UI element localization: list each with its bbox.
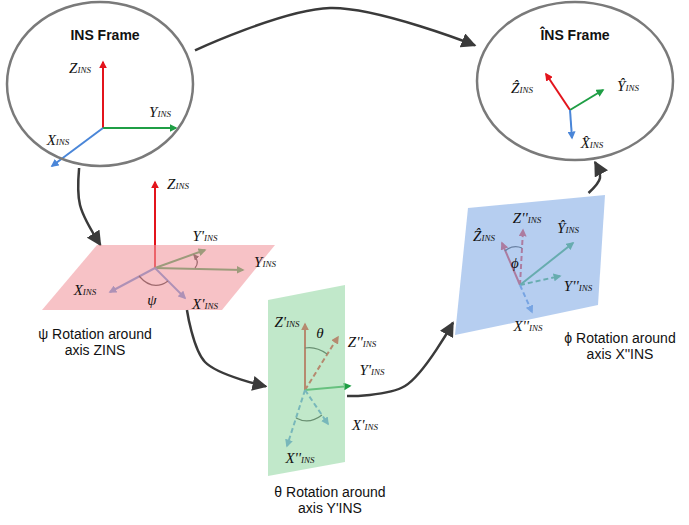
- frame-title: ÎNS Frame: [540, 27, 609, 43]
- plane-fill: [42, 245, 275, 310]
- axis-label: ŶINS: [617, 78, 639, 95]
- text-slot: X̂INS: [581, 134, 604, 152]
- text-slot: ŶINS: [617, 77, 639, 95]
- axis-label: Y'INS: [359, 362, 384, 379]
- flow-arrow: [589, 162, 601, 193]
- axis-label: ZINS: [69, 60, 91, 77]
- axis-label: XINS: [47, 132, 70, 149]
- text-slot: ẐINS: [511, 79, 533, 97]
- axis-label: X''INS: [285, 450, 314, 467]
- text-slot: ψ Rotation around axis ZINS: [31, 326, 159, 359]
- angle-label: ϕ: [511, 255, 519, 272]
- axis-label: X'INS: [192, 296, 218, 313]
- flow-arrow: [187, 310, 266, 386]
- axis-label: Z'INS: [274, 314, 299, 331]
- axis-label: ẐINS: [473, 228, 495, 245]
- text-slot: YINS: [149, 103, 171, 121]
- axis-label: ŶINS: [557, 220, 579, 237]
- text-slot: Y''INS: [564, 277, 592, 295]
- axis-label: YINS: [254, 254, 276, 271]
- text-slot: ψ: [147, 291, 156, 309]
- rotation-plane: Z'INSθZ''INSY'INSX'INSX''INSθ Rotation a…: [266, 283, 347, 478]
- axis-label: ẐINS: [511, 80, 533, 97]
- text-slot: ŶINS: [557, 219, 579, 237]
- text-slot: X''INS: [513, 317, 542, 335]
- plane-fill: [455, 195, 605, 335]
- node-outline: [40, 245, 277, 310]
- text-slot: X'INS: [192, 295, 218, 313]
- circle-outline: [477, 2, 673, 160]
- text-slot: Y'INS: [359, 361, 384, 379]
- text-slot: XINS: [47, 131, 70, 149]
- rotation-plane: Z''INSẐINSϕŶINSY''INSX''INSϕ Rotation ar…: [453, 193, 607, 337]
- text-slot: ZINS: [69, 59, 91, 77]
- rotation-plane: ZINSY'INSYINSXINSψX'INSψ Rotation around…: [40, 245, 277, 310]
- rotation-caption: ϕ Rotation around axis X''INS: [556, 330, 684, 362]
- text-slot: Z''INS: [348, 333, 376, 351]
- node-outline: [475, 0, 675, 162]
- axis-label: X'INS: [352, 417, 378, 434]
- text-slot: θ Rotation around axis Y'INS: [266, 484, 394, 517]
- text-slot: X'INS: [352, 416, 378, 434]
- flow-arrow: [347, 323, 453, 397]
- axis-label: YINS: [149, 104, 171, 121]
- text-slot: ϕ: [511, 254, 519, 272]
- text-slot: Y'INS: [192, 227, 217, 245]
- text-slot: YINS: [254, 253, 276, 271]
- circle-outline: [7, 2, 193, 166]
- angle-label: ψ: [147, 292, 156, 309]
- text-slot: Z'INS: [274, 313, 299, 331]
- frame-circle: INS FrameZINS YINS XINS: [5, 0, 195, 168]
- flow-arrow: [78, 168, 100, 245]
- axis-label: X̂INS: [581, 135, 604, 152]
- axis-label: Y'INS: [192, 228, 217, 245]
- text-slot: θ: [316, 324, 323, 342]
- axis-label: ZINS: [167, 176, 189, 193]
- frame-circle: ÎNS FrameẐINS ŶINS X̂INS: [475, 0, 675, 162]
- text-slot: ϕ Rotation around axis X''INS: [556, 330, 684, 363]
- rotation-caption: θ Rotation around axis Y'INS: [266, 484, 394, 516]
- plane-fill: [268, 285, 345, 476]
- text-slot: INS Frame: [70, 26, 139, 44]
- rotation-caption: ψ Rotation around axis ZINS: [31, 326, 159, 358]
- text-slot: Z''INS: [513, 209, 541, 227]
- axis-label: Y''INS: [564, 278, 592, 295]
- text-slot: ẐINS: [473, 227, 495, 245]
- node-outline: [453, 193, 607, 337]
- axis-label: Z''INS: [513, 210, 541, 227]
- text-slot: XINS: [74, 281, 97, 299]
- text-slot: X''INS: [285, 449, 314, 467]
- text-slot: ÎNS Frame: [540, 26, 609, 44]
- frame-title: INS Frame: [70, 27, 139, 43]
- axis-label: XINS: [74, 282, 97, 299]
- angle-label: θ: [316, 325, 323, 342]
- node-outline: [266, 283, 347, 478]
- flow-arrow: [195, 8, 475, 50]
- text-slot: ZINS: [167, 175, 189, 193]
- axis-label: X''INS: [513, 318, 542, 335]
- axis-label: Z''INS: [348, 334, 376, 351]
- node-outline: [5, 0, 195, 168]
